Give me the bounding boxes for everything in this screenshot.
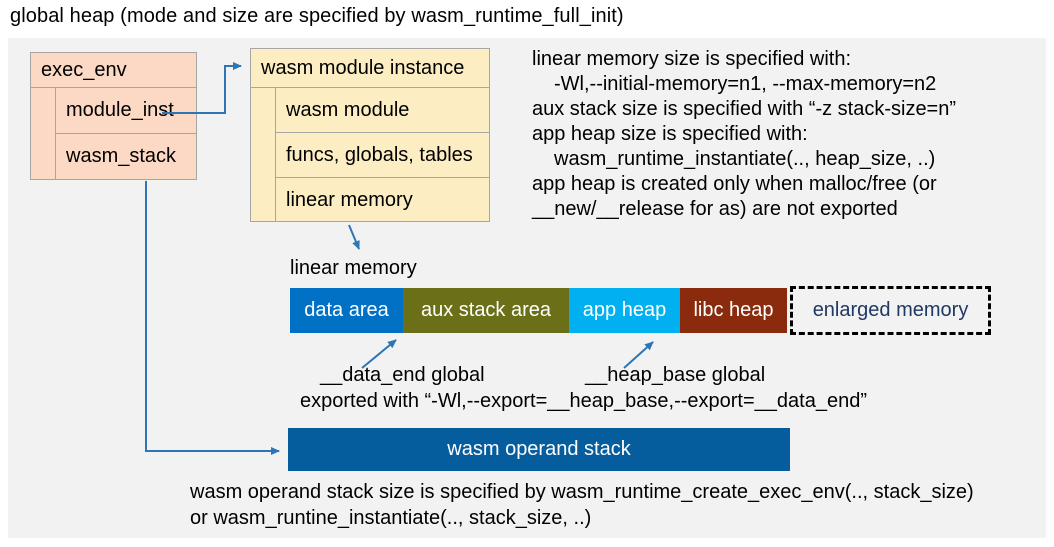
wasm-operand-stack-bar: wasm operand stack xyxy=(288,428,790,471)
segment-app-heap: app heap xyxy=(569,288,680,333)
note-line: __new/__release for as) are not exported xyxy=(532,198,898,220)
wasm-module-instance-body: wasm module funcs, globals, tables linea… xyxy=(251,88,489,222)
exec-env-row-wasm-stack: wasm_stack xyxy=(66,145,177,167)
row-linear-memory: linear memory xyxy=(286,188,413,211)
linear-memory-label: linear memory xyxy=(290,257,417,279)
note-line: wasm_runtime_instantiate(.., heap_size, … xyxy=(554,148,936,170)
row-funcs-globals-tables: funcs, globals, tables xyxy=(276,133,489,178)
wasm-module-instance-header: wasm module instance xyxy=(251,49,489,88)
exec-env-gutter xyxy=(31,88,55,179)
note-line: linear memory size is specified with: xyxy=(532,48,851,70)
note-line: or wasm_runtine_instantiate(.., stack_si… xyxy=(190,507,592,529)
notes-memory-sizes: linear memory size is specified with: -W… xyxy=(532,47,956,222)
exec-env-box: exec_env module_inst wasm_stack xyxy=(30,52,197,180)
heap-base-global-label: __heap_base global xyxy=(585,364,766,386)
note-line: aux stack size is specified with “-z sta… xyxy=(532,98,957,120)
row-wasm-module: wasm module xyxy=(276,88,489,133)
segment-enlarged-memory: enlarged memory xyxy=(790,286,991,335)
exec-env-body: module_inst wasm_stack xyxy=(31,88,196,179)
wasm-module-instance-gutter xyxy=(251,88,275,222)
exec-env-rows: module_inst wasm_stack xyxy=(55,88,196,179)
exported-flags-label: exported with “-Wl,--export=__heap_base,… xyxy=(300,390,867,412)
exec-env-row-module-inst: module_inst xyxy=(56,88,196,134)
diagram-title: global heap (mode and size are specified… xyxy=(10,5,624,27)
wasm-module-instance-box: wasm module instance wasm module funcs, … xyxy=(250,48,490,222)
note-line: -Wl,--initial-memory=n1, --max-memory=n2 xyxy=(554,73,937,95)
wasm-module-instance-rows: wasm module funcs, globals, tables linea… xyxy=(275,88,489,222)
segment-aux-stack-area: aux stack area xyxy=(403,288,569,333)
exec-env-header: exec_env xyxy=(31,53,196,88)
segment-data-area: data area xyxy=(290,288,403,333)
note-line: wasm operand stack size is specified by … xyxy=(190,481,974,503)
note-line: app heap is created only when malloc/fre… xyxy=(532,173,937,195)
notes-operand-stack: wasm operand stack size is specified by … xyxy=(190,479,974,531)
note-line: app heap size is specified with: xyxy=(532,123,808,145)
data-end-global-label: __data_end global xyxy=(320,364,485,386)
segment-libc-heap: libc heap xyxy=(680,288,787,333)
